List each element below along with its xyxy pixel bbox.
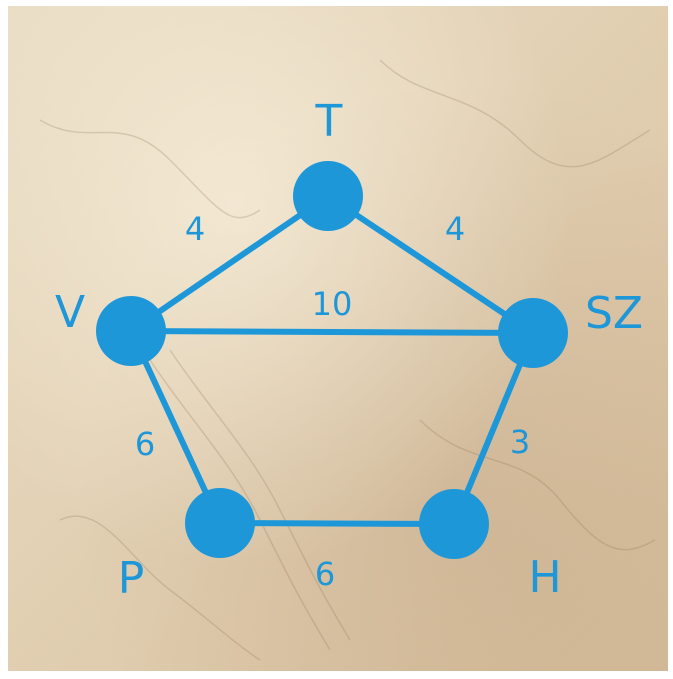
node-label-v: V — [55, 287, 85, 338]
edge-weight-v-t: 4 — [185, 210, 205, 248]
node-t — [293, 161, 363, 231]
edge-weight-sz-h: 3 — [510, 423, 530, 461]
node-v — [96, 296, 166, 366]
map-line — [149, 359, 331, 651]
node-label-t: T — [315, 96, 343, 147]
node-sz — [498, 298, 568, 368]
edge-weight-p-h: 6 — [315, 555, 335, 593]
map-line — [169, 349, 351, 641]
map-lines — [39, 59, 656, 661]
edge-t-sz — [325, 193, 536, 336]
nodes — [96, 161, 568, 559]
node-label-sz: SZ — [585, 288, 643, 339]
node-label-p: P — [118, 553, 145, 604]
map-line — [379, 59, 651, 168]
edge-v-sz — [128, 328, 536, 336]
edge-v-p — [128, 328, 223, 526]
node-h — [419, 489, 489, 559]
map-line — [59, 515, 261, 661]
edge-p-h — [217, 520, 457, 527]
edge-weight-t-sz: 4 — [445, 210, 465, 248]
edge-weight-v-sz: 10 — [312, 285, 353, 323]
edge-v-t — [128, 193, 331, 334]
node-label-h: H — [528, 552, 561, 603]
node-p — [185, 488, 255, 558]
edge-weight-v-p: 6 — [135, 425, 155, 463]
map-line — [419, 419, 656, 551]
map-line — [39, 119, 261, 219]
